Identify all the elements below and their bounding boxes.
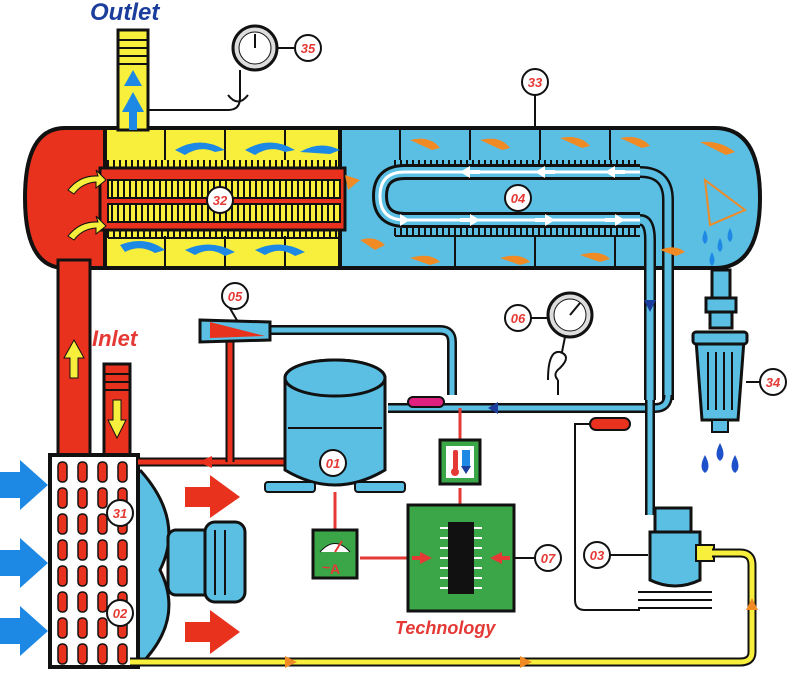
pressure-gauge-35: [231, 24, 279, 72]
liquid-line: [130, 548, 758, 668]
air-outflow-arrows: [185, 475, 240, 654]
thermometer-icon: [438, 438, 482, 486]
svg-text:01: 01: [326, 456, 340, 471]
svg-text:03: 03: [590, 548, 605, 563]
inlet-pipe: [56, 258, 92, 462]
svg-text:04: 04: [511, 191, 526, 206]
svg-text:05: 05: [228, 289, 243, 304]
ammeter-icon: A ~: [311, 528, 359, 580]
expansion-valve: [198, 304, 457, 395]
hot-gas-line: [138, 338, 290, 468]
badge-32: 32: [206, 186, 234, 214]
level-sensor: [589, 417, 631, 431]
badge-03: 03: [583, 541, 611, 569]
air-inflow-arrows: [0, 460, 48, 656]
badges: 35 33 32 04 05 06 01 34 31 07 03 02: [106, 34, 787, 627]
badge-05: 05: [221, 282, 249, 310]
svg-text:02: 02: [113, 606, 128, 621]
pressure-gauge-06: [546, 291, 594, 395]
inlet-stub: [102, 362, 132, 461]
condenser: [48, 453, 140, 669]
compressor: [264, 358, 406, 493]
outlet-label: Outlet: [90, 0, 160, 26]
controller: [406, 503, 516, 613]
svg-text:06: 06: [511, 311, 526, 326]
technology-label: Technology: [395, 618, 496, 638]
badge-07: 07: [534, 544, 562, 572]
control-wiring: [333, 408, 462, 560]
svg-text:32: 32: [213, 193, 228, 208]
suction-line: [388, 300, 673, 414]
svg-text:35: 35: [301, 41, 316, 56]
badge-33: 33: [521, 68, 549, 96]
water-drop-icon: [702, 228, 733, 266]
svg-text:31: 31: [113, 506, 127, 521]
fan-icon: [138, 468, 247, 667]
svg-text:~: ~: [322, 559, 330, 575]
badge-06: 06: [504, 304, 532, 332]
badge-02: 02: [106, 599, 134, 627]
svg-text:34: 34: [766, 375, 781, 390]
heat-exchanger: [22, 126, 763, 400]
svg-text:33: 33: [528, 75, 543, 90]
svg-text:07: 07: [541, 551, 556, 566]
badge-34: 34: [759, 368, 787, 396]
temperature-sensor: [407, 396, 445, 408]
badge-31: 31: [106, 499, 134, 527]
badge-35: 35: [294, 34, 322, 62]
badge-01: 01: [319, 449, 347, 477]
outlet-pipe: [116, 28, 150, 132]
receiver: [638, 400, 715, 609]
drain-filter: [691, 228, 749, 473]
inlet-label: Inlet: [92, 326, 139, 351]
badge-04: 04: [504, 184, 532, 212]
ammeter-symbol: A: [330, 561, 340, 577]
